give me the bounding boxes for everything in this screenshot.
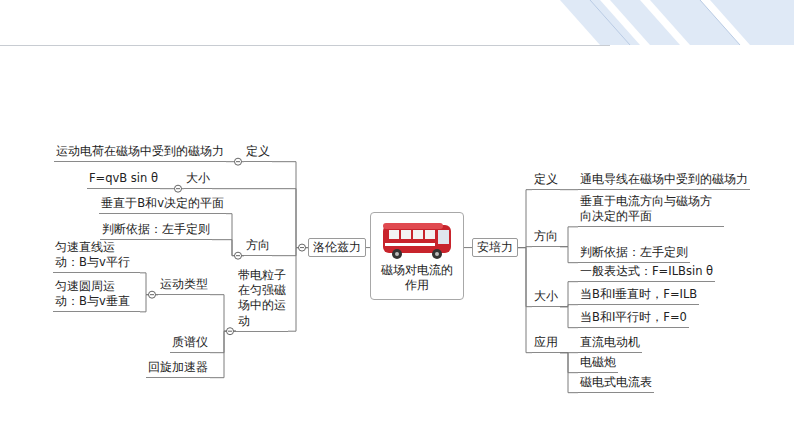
branch-line xyxy=(560,282,578,307)
header-rule xyxy=(0,45,610,46)
branch-line xyxy=(560,227,578,247)
node-text: 电磁炮 xyxy=(580,355,616,369)
header-lines xyxy=(590,0,740,45)
node-text: 带电粒子在匀强磁场中的运动 xyxy=(238,268,286,328)
node-text: 垂直于电流方向与磁场方向决定的平面 xyxy=(580,194,712,223)
node-text: 大小 xyxy=(534,289,558,303)
mindmap-item: 应用 xyxy=(532,335,560,353)
node-text: 方向 xyxy=(246,238,270,252)
mindmap-item: 通电导线在磁场中受到的磁场力 xyxy=(578,172,750,190)
branch-box: 安培力 xyxy=(472,238,518,257)
header-stripes xyxy=(560,0,794,45)
node-text: 直流电动机 xyxy=(580,335,640,349)
mindmap-item: 方向 xyxy=(244,238,272,256)
node-text: F=qvB sin θ xyxy=(89,171,158,185)
mindmap-item: 大小 xyxy=(184,171,212,189)
center-topic: 磁场对电流的作用 xyxy=(370,212,464,300)
mindmap-item: 磁电式电流表 xyxy=(578,375,654,393)
branch-line xyxy=(140,295,158,312)
branch-line xyxy=(210,295,236,332)
node-text: 通电导线在磁场中受到的磁场力 xyxy=(580,172,748,186)
mindmap-item: 定义 xyxy=(244,144,272,162)
mindmap-item: 当B和I垂直时，F=ILB xyxy=(578,287,699,305)
node-text: 磁电式电流表 xyxy=(580,375,652,389)
node-text: 匀速圆周运动：B与v垂直 xyxy=(55,279,130,308)
branch-line xyxy=(560,353,578,393)
node-text: 定义 xyxy=(246,144,270,158)
mindmap-item: 垂直于电流方向与磁场方向决定的平面 xyxy=(578,194,724,227)
mindmap-item: 电磁炮 xyxy=(578,355,618,373)
branch-line xyxy=(560,189,578,190)
node-text: 当B和I垂直时，F=ILB xyxy=(580,287,697,301)
node-text: 当B和I平行时，F=0 xyxy=(580,310,687,324)
node-text: 方向 xyxy=(534,229,558,243)
collapse-icon xyxy=(149,291,156,298)
node-text: 运动类型 xyxy=(160,277,208,291)
mindmap-item: 判断依据：左手定则 xyxy=(578,245,690,263)
mindmap-item: 垂直于B和v决定的平面 xyxy=(99,196,226,214)
collapse-icon xyxy=(235,252,242,259)
mindmap-item: 匀速直线运动：B与v平行 xyxy=(53,240,140,273)
node-text: 匀速直线运动：B与v平行 xyxy=(55,240,130,269)
mindmap-item: 回旋加速器 xyxy=(146,360,210,378)
node-text: 应用 xyxy=(534,335,558,349)
branch-line xyxy=(140,273,158,295)
mindmap-item: 带电粒子在匀强磁场中的运动 xyxy=(236,268,288,332)
mindmap-item: 定义 xyxy=(532,172,560,190)
node-text: 判断依据：左手定则 xyxy=(580,245,688,259)
branch-line xyxy=(518,248,532,353)
node-text: 垂直于B和v决定的平面 xyxy=(101,196,224,210)
node-text: 洛伦兹力 xyxy=(313,240,361,254)
node-text: 大小 xyxy=(186,171,210,185)
node-text: 定义 xyxy=(534,172,558,186)
branch-line xyxy=(226,214,244,256)
collapse-icon xyxy=(299,244,306,251)
mindmap-item: 运动电荷在磁场中受到的磁场力 xyxy=(54,144,226,162)
branch-line xyxy=(210,331,236,377)
node-text: 一般表达式：F=ILBsin θ xyxy=(580,264,713,278)
mindmap-item: 匀速圆周运动：B与v垂直 xyxy=(53,279,140,312)
branch-box: 洛伦兹力 xyxy=(308,238,366,257)
mindmap-item: 质谱仪 xyxy=(170,335,210,353)
branch-line xyxy=(518,248,532,307)
mindmap-item: 方向 xyxy=(532,229,560,247)
node-text: 判断依据：左手定则 xyxy=(102,222,210,236)
node-text: 回旋加速器 xyxy=(148,360,208,374)
mindmap-item: 一般表达式：F=ILBsin θ xyxy=(578,264,715,282)
branch-line xyxy=(560,247,578,263)
branch-line xyxy=(560,307,578,328)
branch-line xyxy=(518,190,532,248)
mindmap-item: F=qvB sin θ xyxy=(87,171,160,189)
mindmap-item: 当B和I平行时，F=0 xyxy=(578,310,689,328)
node-text: 磁场对电流的作用 xyxy=(381,263,453,292)
collapse-icon xyxy=(235,158,242,165)
branch-line xyxy=(464,247,472,248)
mindmap-item: 运动类型 xyxy=(158,277,210,295)
collapse-icon xyxy=(227,328,234,335)
mindmap-item: 直流电动机 xyxy=(578,335,642,353)
collapse-icon xyxy=(175,185,182,192)
branch-line xyxy=(288,248,308,332)
node-text: 运动电荷在磁场中受到的磁场力 xyxy=(56,144,224,158)
node-text: 安培力 xyxy=(477,240,513,254)
node-text: 质谱仪 xyxy=(172,335,208,349)
mindmap-item: 判断依据：左手定则 xyxy=(100,222,212,240)
mindmap-item: 大小 xyxy=(532,289,560,307)
branch-line xyxy=(560,353,578,373)
branch-line xyxy=(272,162,308,248)
bus-illustration xyxy=(383,223,451,259)
